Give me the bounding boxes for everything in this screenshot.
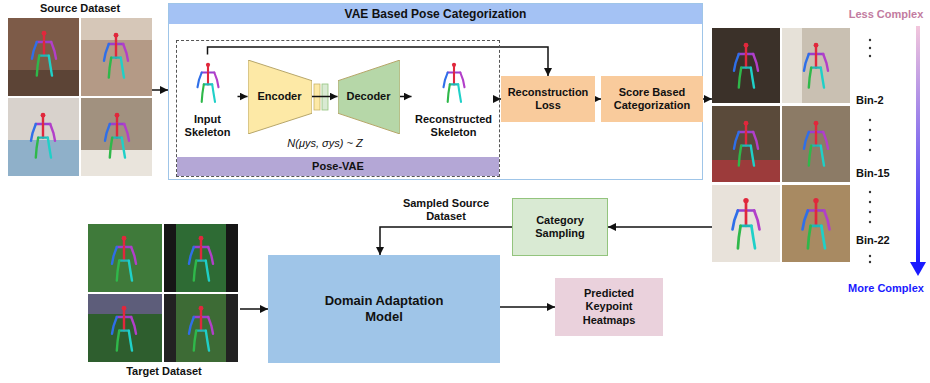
block-label: Encoder [257,90,301,103]
photo [712,106,780,182]
process-box: Category Sampling [512,198,608,256]
skeleton-node: Reconstructed Skeleton [412,55,496,140]
photo [782,28,850,103]
trapezoid-fill [338,60,400,134]
connector [240,308,268,310]
connector [152,89,168,91]
complexity-arrowhead [910,262,926,276]
skeleton-figure [803,198,830,248]
group-band-label: Pose-VAE [177,157,499,176]
skeleton-figure [804,121,828,166]
decoder-trapezoid: Decoder [338,60,400,134]
skeleton-figure [112,236,136,281]
skeleton-caption: Input Skeleton [178,113,238,139]
skeleton-figure [104,33,128,78]
outer-panel: VAE Based Pose CategorizationPose-VAE Inp… [168,3,703,180]
photo-detail [176,294,226,362]
connector [500,306,555,308]
photo [8,98,79,176]
photo-detail [8,140,79,176]
bin-label: Bin-22 [856,234,890,247]
photo [8,18,79,96]
photo-detail [712,160,780,182]
panel-heading: VAE Based Pose Categorization [169,4,702,24]
connector [608,226,712,228]
image-group: Bin-2Bin-15Bin-22 [712,28,892,264]
photo-detail [81,150,152,176]
photo-detail [8,70,79,96]
label-holder: More Complex [846,282,926,295]
ellipsis-dots [869,39,871,263]
box-label: Predicted Keypoint Heatmaps [569,287,649,327]
box-label: Category Sampling [525,214,595,240]
photo [712,185,780,262]
label-holder: N(μys, σys) ~ Z [250,137,400,150]
dashed-group: Pose-VAE Input Skeleton Encoder DecoderReco… [176,40,500,177]
skeleton-node: Input Skeleton [178,55,238,140]
skeleton-figure [804,43,828,88]
image-group: Target Dataset [88,222,240,378]
edge-label: Sampled Source Dataset [391,197,501,223]
skeleton-figure [112,306,136,351]
photo [164,224,238,292]
skeleton-figure [189,236,213,281]
skeleton-figure [31,113,55,158]
photo [164,294,238,362]
photo-detail [176,224,226,292]
complexity-arrow [916,26,920,264]
scale-label: Less Complex [846,8,926,21]
connector [380,227,512,255]
photo [712,28,780,103]
photo [81,18,152,96]
latent-formula: N(μys, σys) ~ Z [250,137,400,150]
skeleton-figure [105,113,129,158]
skeleton-figure [734,43,758,88]
skeleton-caption: Reconstructed Skeleton [412,113,496,139]
connector [703,98,712,100]
box-label: Score Based Categorization [601,86,703,112]
block-label: Decoder [346,90,390,103]
group-caption: Source Dataset [40,2,120,15]
photo [81,98,152,176]
image-group: Source Dataset [8,2,152,177]
skeleton-figure [32,31,56,76]
skeleton-figure [734,121,758,166]
photo [88,294,162,362]
process-box: Score Based Categorization [601,76,703,122]
photo [782,106,850,182]
model-box: Domain Adaptation Model [268,255,500,363]
scale-label: More Complex [846,282,926,295]
skeleton-figure [189,306,213,351]
photo [782,185,850,262]
bin-label: Bin-2 [856,94,884,107]
skeleton-figure [733,198,760,248]
output-box: Predicted Keypoint Heatmaps [555,278,663,336]
label-holder: Less Complex [846,8,926,21]
photo [88,224,162,292]
box-label: Reconstruction Loss [501,86,595,112]
encoder-trapezoid: Encoder [248,60,312,134]
box-label: Domain Adaptation Model [309,293,459,324]
process-box: Reconstruction Loss [501,76,595,122]
connector [238,96,248,98]
connector [400,96,412,98]
input-skeleton-figure [198,63,219,102]
label-holder: Sampled Source Dataset [391,197,501,223]
trapezoid-fill [248,60,312,134]
group-caption: Target Dataset [126,365,202,378]
connector [312,96,338,98]
reconstructed-skeleton-figure [444,63,465,102]
photo-detail [782,28,802,103]
bin-label: Bin-15 [856,167,890,180]
